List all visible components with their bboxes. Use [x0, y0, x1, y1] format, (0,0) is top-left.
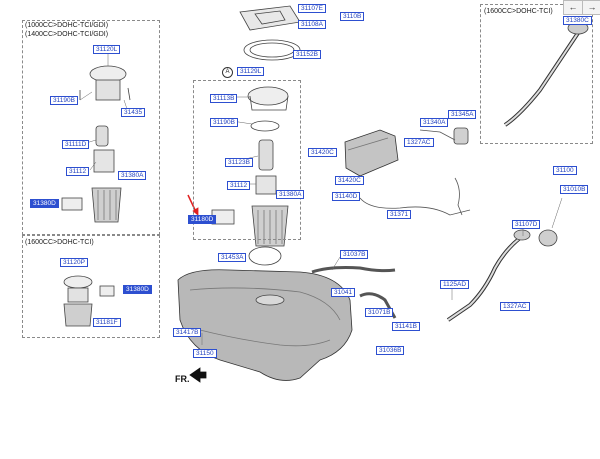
panel-left-top	[22, 20, 160, 235]
front-arrow-icon	[189, 367, 207, 383]
panel-right-top	[480, 4, 593, 144]
part-label[interactable]: 1327AC	[500, 302, 530, 311]
filler-hose	[311, 266, 396, 274]
part-label[interactable]: 31112	[227, 181, 251, 190]
part-label[interactable]: 31380D	[123, 285, 152, 294]
part-label[interactable]: 31041	[331, 288, 356, 297]
part-label[interactable]: 31107E	[298, 4, 326, 13]
part-label[interactable]: 31420C	[308, 148, 337, 157]
part-label[interactable]: 31152B	[293, 50, 321, 59]
vent-hose	[419, 129, 456, 141]
part-label[interactable]: 31100	[553, 166, 577, 175]
red-arrow-icon	[187, 194, 199, 216]
part-label[interactable]: 31111D	[62, 140, 90, 149]
part-label[interactable]: 31181F	[93, 318, 121, 327]
part-label[interactable]: 31435	[121, 108, 146, 117]
part-label[interactable]: 31120P	[60, 258, 88, 267]
part-label[interactable]: 31037B	[340, 250, 369, 259]
panel-center-pump	[193, 80, 301, 240]
callout-circle: A	[222, 67, 233, 78]
filler-neck	[446, 229, 558, 322]
return-hose	[454, 177, 463, 216]
back-button[interactable]: ←	[563, 0, 583, 15]
part-label[interactable]: 31112	[66, 167, 90, 176]
part-label[interactable]: 31113B	[210, 94, 238, 103]
fuel-tank	[177, 246, 353, 381]
part-label[interactable]: 31180D	[188, 215, 217, 224]
part-label[interactable]: 31190B	[210, 118, 238, 127]
part-label[interactable]: 3110B	[340, 12, 365, 21]
part-label[interactable]: 31150	[193, 349, 217, 358]
top-cap-assembly	[239, 5, 301, 61]
canister	[344, 127, 469, 177]
part-label[interactable]: 31453A	[218, 253, 247, 262]
part-label[interactable]: 31380A	[276, 190, 305, 199]
part-label[interactable]: 31071B	[365, 308, 394, 317]
part-label[interactable]: 1125AD	[440, 280, 470, 289]
part-label[interactable]: 31371	[387, 210, 412, 219]
left-pump-module	[61, 65, 131, 223]
part-label[interactable]: 31120L	[93, 45, 121, 54]
part-label[interactable]: 31140D	[332, 192, 361, 201]
part-label[interactable]: 31380A	[118, 171, 147, 180]
part-label[interactable]: 31420C	[335, 176, 364, 185]
vapor-tube	[359, 197, 471, 216]
part-label[interactable]: 31123B	[225, 158, 253, 167]
part-label[interactable]: 31380C	[563, 16, 592, 25]
part-label[interactable]: 31417B	[173, 328, 202, 337]
vent-tube	[359, 292, 397, 319]
panel-left-top-spec-2: (1400CC>DOHC-TCI/GDI)	[25, 31, 109, 38]
part-label[interactable]: 1327AC	[404, 138, 434, 147]
part-label[interactable]: 31107D	[512, 220, 541, 229]
part-label[interactable]: 31190B	[50, 96, 78, 105]
part-label[interactable]: 31108A	[298, 20, 326, 29]
center-pump-module	[211, 86, 289, 247]
panel-left-top-spec-1: (1000CC>DOHC-TCI/GDI)	[25, 22, 109, 29]
part-label[interactable]: 31141B	[392, 322, 420, 331]
right-filler-assembly	[503, 21, 589, 127]
part-label[interactable]: 31129L	[237, 67, 265, 76]
front-direction-label: FR.	[175, 374, 190, 384]
left-bottom-pump	[63, 275, 115, 327]
panel-left-bottom-spec: (1600CC>DOHC-TCI)	[25, 239, 94, 246]
part-label[interactable]: 31010B	[560, 185, 589, 194]
part-label[interactable]: 31036B	[376, 346, 405, 355]
panel-left-bottom	[22, 235, 160, 338]
panel-right-top-spec: (1600CC>DOHC-TCI)	[484, 8, 553, 15]
forward-button[interactable]: →	[582, 0, 600, 15]
part-label[interactable]: 31345A	[448, 110, 477, 119]
part-label[interactable]: 31340A	[420, 118, 449, 127]
part-label[interactable]: 31380D	[30, 199, 59, 208]
